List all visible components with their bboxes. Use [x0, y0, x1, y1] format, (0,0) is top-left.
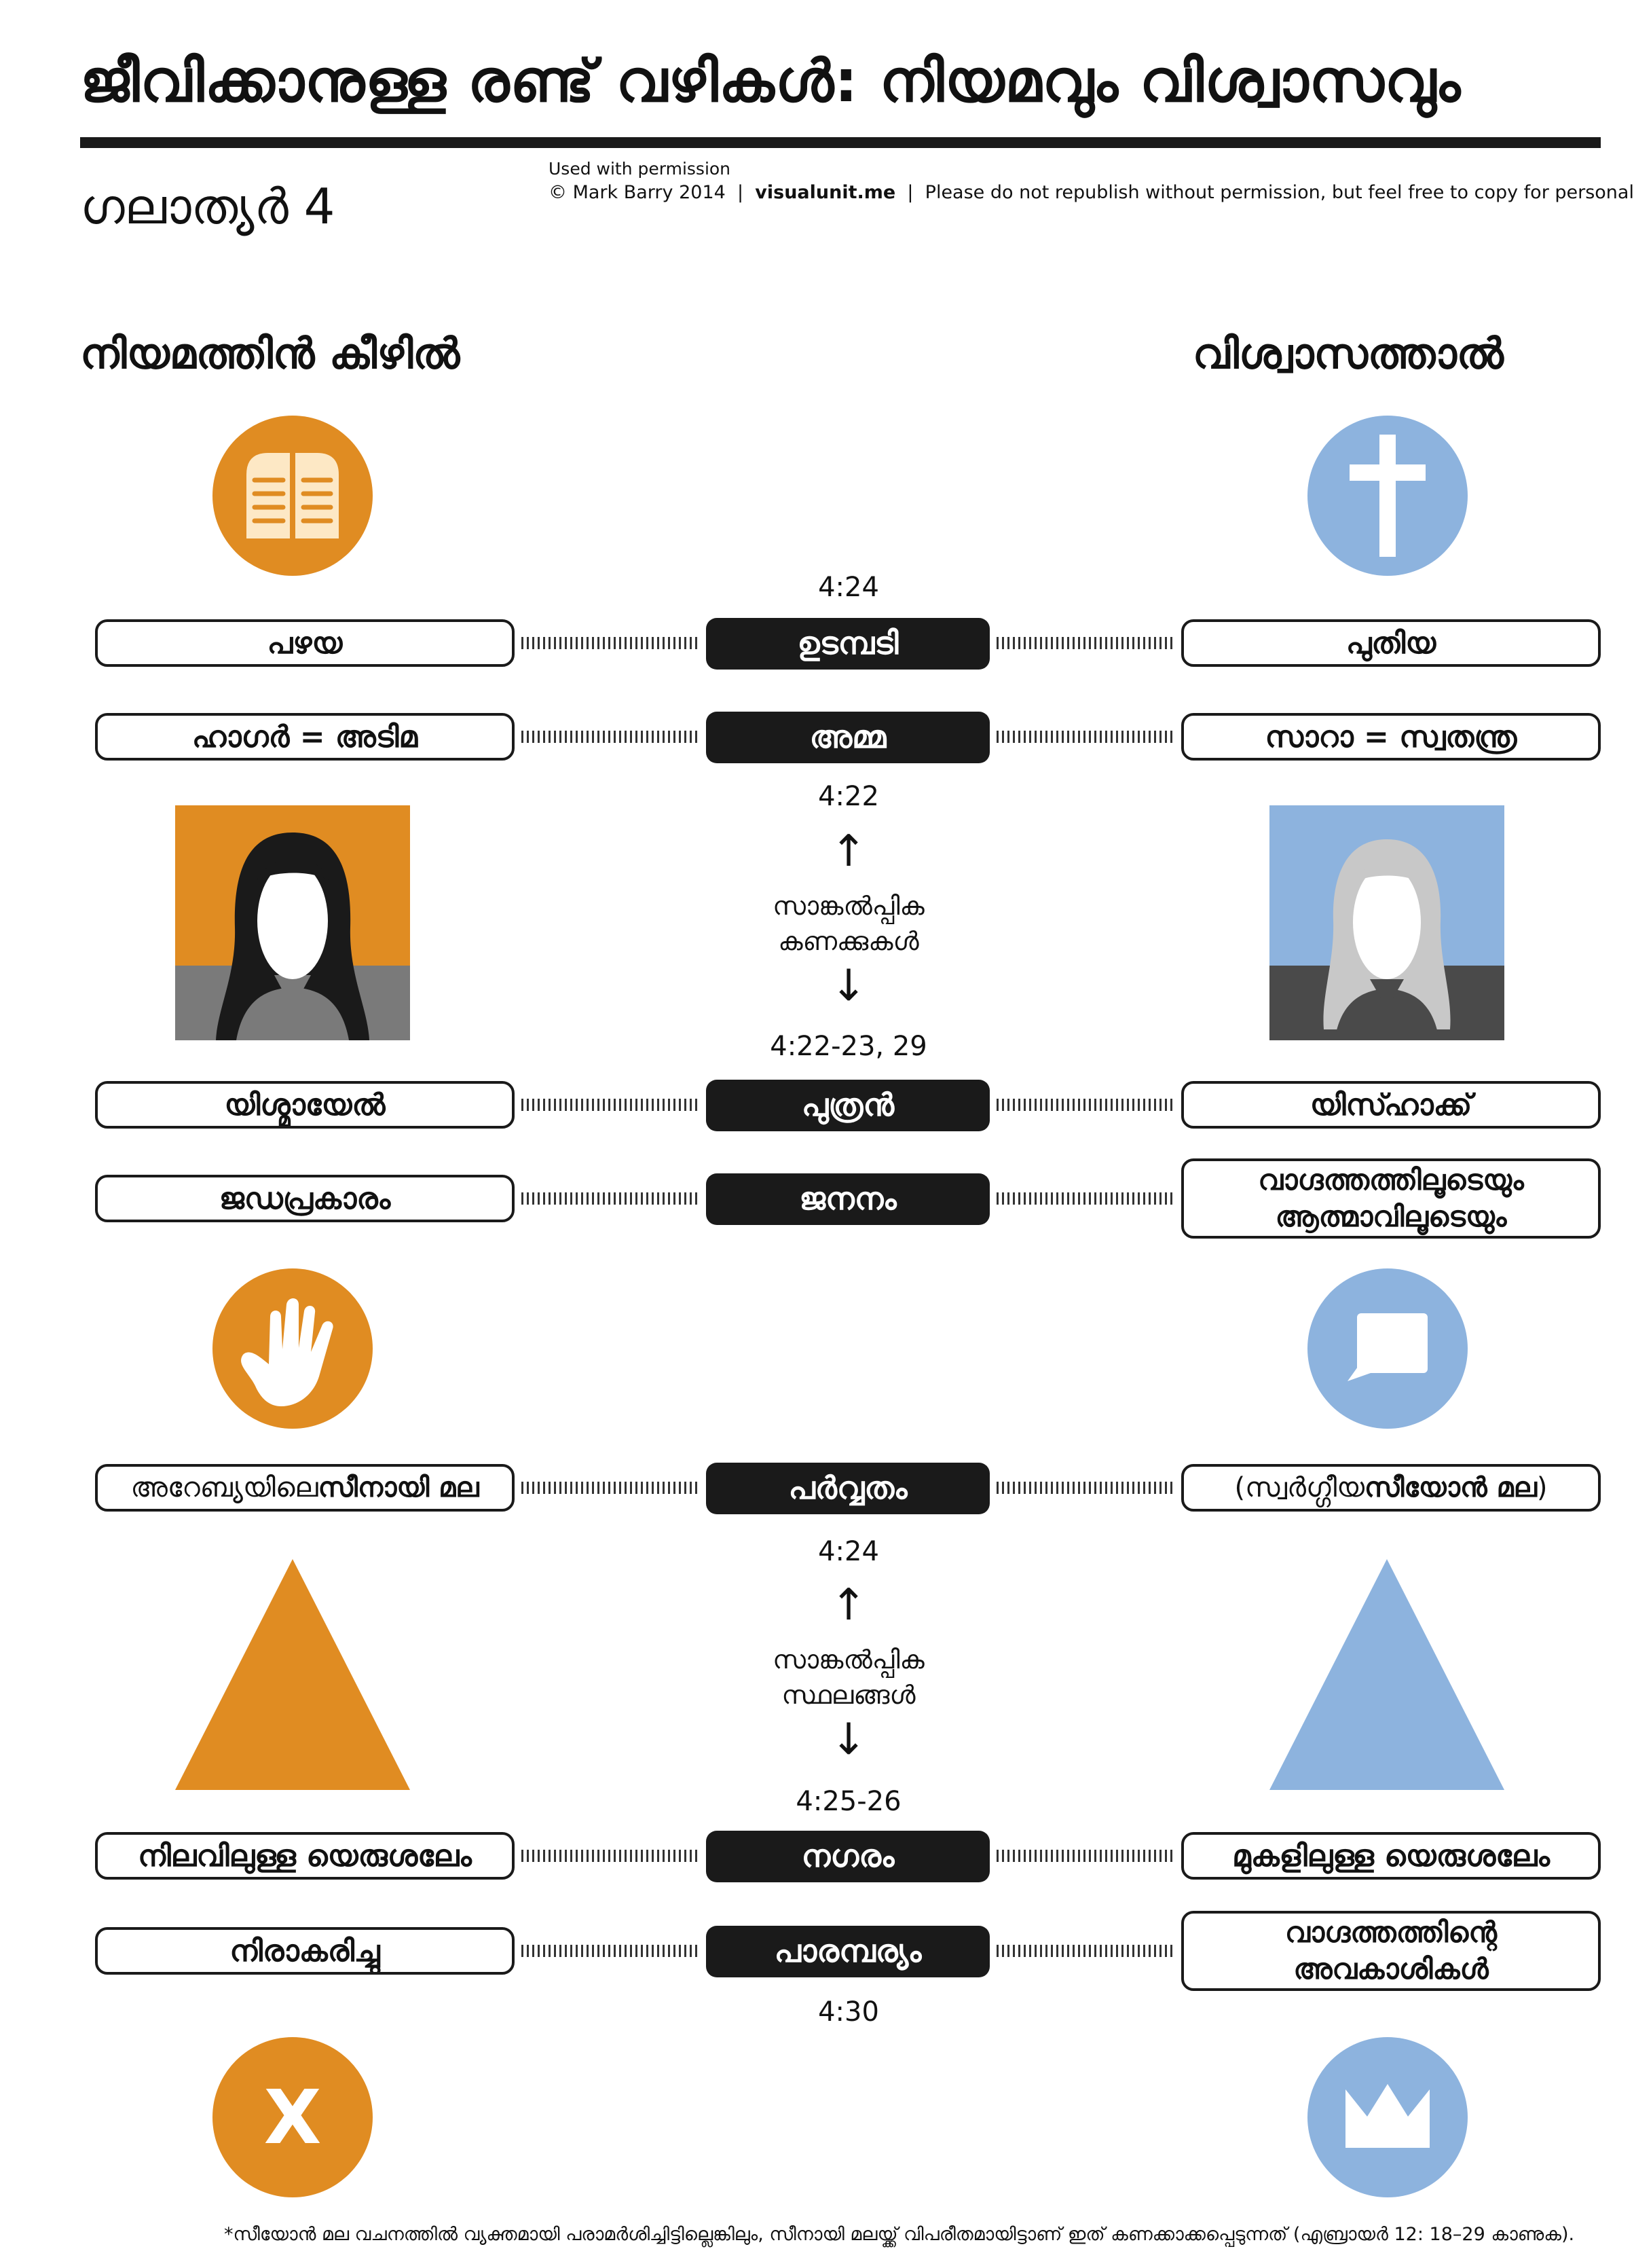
- covenant-label: ഉടമ്പടി: [706, 618, 990, 670]
- arrow-up-icon: ↑: [830, 826, 867, 877]
- subtitle: ഗലാത്യർ 4: [80, 178, 335, 235]
- website-link[interactable]: visualunit.me: [755, 182, 896, 203]
- sinai-box: അറേബ്യയിലെ സീനായി മല: [95, 1464, 515, 1512]
- copyright-line: © Mark Barry 2014 | visualunit.me | Plea…: [549, 182, 1634, 203]
- sarah-free-box: സാറാ = സ്വതന്ത്ര: [1181, 713, 1601, 761]
- hand-icon: [212, 1268, 373, 1429]
- column-heading-law: നിയമത്തിൻ കീഴിൽ: [80, 329, 460, 378]
- dotted-connector: [997, 637, 1174, 649]
- heirs-of-promise-box: വാഗ്ദത്തത്തിന്റെ അവകാശികൾ: [1181, 1911, 1601, 1991]
- flesh-birth-box: ജഡപ്രകാരം: [95, 1175, 515, 1222]
- orange-triangle-mountain: [175, 1559, 410, 1790]
- dotted-connector: [521, 637, 699, 649]
- footnote: *സീയോൻ മല വചനത്തിൽ വ്യക്തമായി പരാമർശിച്ച…: [224, 2224, 1575, 2245]
- son-label: പുത്രൻ: [706, 1080, 990, 1131]
- verse-ref: 4:25-26: [796, 1786, 902, 1817]
- box-text: (സ്വർഗ്ഗീയ: [1234, 1472, 1365, 1503]
- blue-triangle-mountain: [1269, 1559, 1504, 1790]
- city-label: നഗരം: [706, 1831, 990, 1882]
- box-text: അറേബ്യയിലെ: [130, 1472, 318, 1503]
- copyright-text: © Mark Barry 2014: [549, 182, 726, 203]
- dotted-connector: [997, 1192, 1174, 1205]
- note-line: സാങ്കൽപ്പിക: [773, 1645, 925, 1675]
- dotted-connector: [521, 1192, 699, 1205]
- dotted-connector: [997, 1945, 1174, 1957]
- dotted-connector: [521, 1099, 699, 1111]
- dotted-connector: [997, 1850, 1174, 1862]
- column-heading-faith: വിശ്വാസത്താൽ: [1193, 329, 1504, 378]
- verse-ref: 4:24: [818, 1536, 879, 1567]
- separator: |: [737, 182, 744, 203]
- separator: |: [907, 182, 914, 203]
- dotted-connector: [521, 1482, 699, 1494]
- verse-ref: 4:30: [818, 1996, 879, 2028]
- old-covenant-box: പഴയ: [95, 619, 515, 667]
- box-line: വാഗ്ദത്തത്തിന്റെ: [1285, 1916, 1497, 1949]
- mountain-label: പർവ്വതം: [706, 1463, 990, 1514]
- mother-label: അമ്മ: [706, 712, 990, 763]
- speech-bubble-icon: [1307, 1268, 1468, 1429]
- promise-spirit-box: വാഗ്ദത്തത്തിലൂടെയും ആത്മാവിലൂടെയും: [1181, 1158, 1601, 1239]
- sarah-portrait: [1269, 805, 1504, 1040]
- title-rule: [80, 137, 1601, 148]
- hagar-slave-box: ഹാഗർ = അടിമ: [95, 713, 515, 761]
- verse-ref: 4:24: [818, 572, 879, 603]
- zion-box: (സ്വർഗ്ഗീയ സീയോൻ മല): [1181, 1464, 1601, 1512]
- hagar-portrait: [175, 805, 410, 1040]
- dotted-connector: [997, 1482, 1174, 1494]
- present-jerusalem-box: നിലവിലുള്ള യെരുശലേം: [95, 1832, 515, 1880]
- verse-ref: 4:22-23, 29: [770, 1031, 927, 1062]
- dotted-connector: [997, 731, 1174, 743]
- birth-label: ജനനം: [706, 1173, 990, 1225]
- crown-icon: [1307, 2037, 1468, 2197]
- box-line: വാഗ്ദത്തത്തിലൂടെയും: [1258, 1163, 1524, 1196]
- note-line: കണക്കുകൾ: [778, 926, 919, 956]
- note-line: സാങ്കൽപ്പിക: [773, 891, 925, 921]
- inheritance-label: പാരമ്പര്യം: [706, 1926, 990, 1977]
- arrow-up-icon: ↑: [830, 1580, 867, 1630]
- law-tablets-icon: [212, 416, 373, 576]
- note-line: സ്ഥലങ്ങൾ: [781, 1680, 916, 1710]
- dotted-connector: [997, 1099, 1174, 1111]
- ishmael-box: യിശ്മായേൽ: [95, 1081, 515, 1129]
- isaac-box: യിസ്ഹാക്ക്: [1181, 1081, 1601, 1129]
- x-icon: X: [212, 2037, 373, 2197]
- arrow-down-icon: ↓: [830, 1715, 867, 1765]
- rejected-box: നിരാകരിച്ചു: [95, 1927, 515, 1975]
- box-text: ): [1536, 1472, 1548, 1503]
- box-line: ആത്മാവിലൂടെയും: [1275, 1200, 1507, 1233]
- usage-note: Please do not republish without permissi…: [925, 182, 1634, 203]
- dotted-connector: [521, 1945, 699, 1957]
- dotted-connector: [521, 1850, 699, 1862]
- arrow-down-icon: ↓: [830, 961, 867, 1011]
- permission-note: Used with permission: [549, 159, 731, 179]
- new-covenant-box: പുതിയ: [1181, 619, 1601, 667]
- allegorical-figures-note: സാങ്കൽപ്പിക കണക്കുകൾ: [706, 888, 991, 959]
- page-title: ജീവിക്കാനുള്ള രണ്ട് വഴികൾ: നിയമവും വിശ്വ…: [80, 48, 1462, 115]
- dotted-connector: [521, 731, 699, 743]
- allegorical-places-note: സാങ്കൽപ്പിക സ്ഥലങ്ങൾ: [706, 1642, 991, 1713]
- box-text-bold: സീയോൻ മല: [1364, 1472, 1537, 1503]
- cross-icon: [1307, 416, 1468, 576]
- box-line: അവകാശികൾ: [1293, 1952, 1489, 1986]
- verse-ref: 4:22: [818, 781, 879, 812]
- box-text-bold: സീനായി മല: [318, 1472, 479, 1503]
- jerusalem-above-box: മുകളിലുള്ള യെരുശലേം: [1181, 1832, 1601, 1880]
